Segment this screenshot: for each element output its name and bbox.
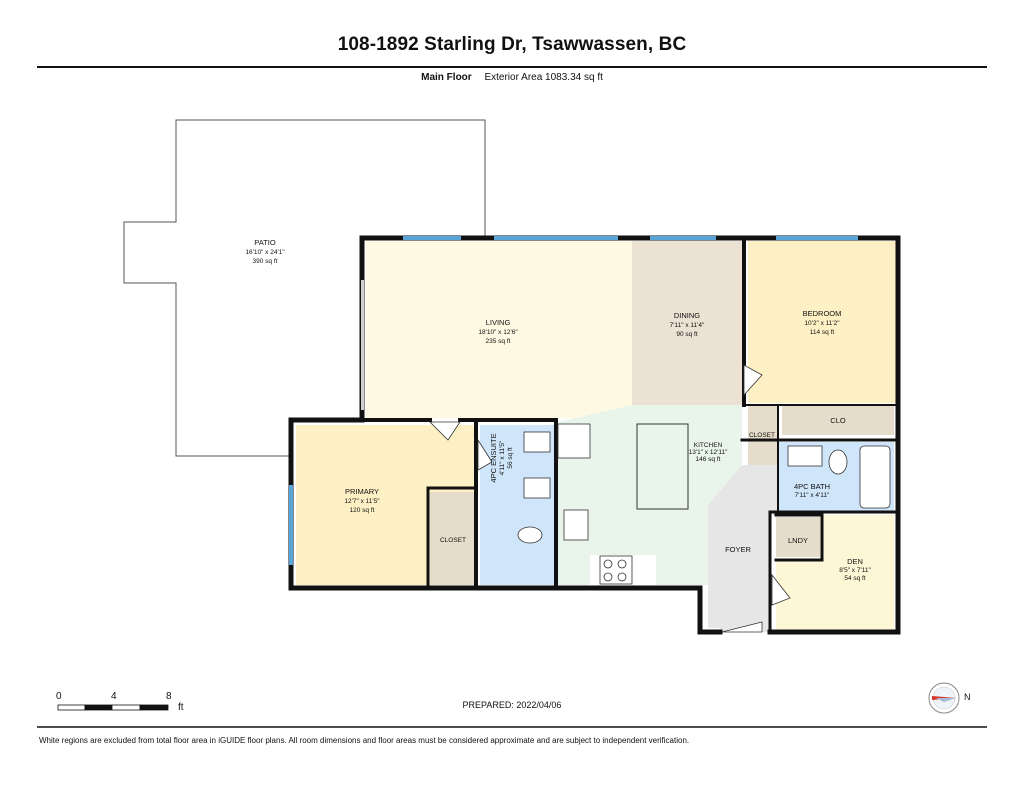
dining-area: 90 sq ft: [676, 331, 698, 338]
primary-name: PRIMARY: [345, 487, 379, 496]
kitchen-island: [636, 423, 689, 510]
foyer-name: FOYER: [725, 545, 751, 554]
compass-north-label: N: [964, 692, 971, 702]
lndy-room: [776, 517, 820, 557]
prepared-date: PREPARED: 2022/04/06: [462, 700, 562, 710]
living-room: [366, 241, 632, 418]
bath-name: 4PC BATH: [794, 482, 830, 491]
kitchen-area: 146 sq ft: [696, 456, 721, 463]
bath-tub: [859, 445, 891, 509]
primary-dims: 12'7" x 11'5": [344, 498, 380, 505]
living-name: LIVING: [486, 318, 511, 327]
sliding-door: [361, 280, 364, 410]
ensuite-sink-2: [523, 477, 551, 499]
bedroom-name: BEDROOM: [803, 309, 842, 318]
kitchen-dims: 13'1" x 12'11": [689, 449, 728, 456]
ensuite-dims: 4'11" x 11'5": [499, 440, 506, 475]
dining-dims: 7'11" x 11'4": [670, 322, 705, 329]
ensuite-area: 56 sq ft: [507, 447, 514, 469]
bath-dims: 7'11" x 4'11": [795, 492, 830, 499]
kitchen-name: KITCHEN: [694, 442, 723, 449]
closet-primary-name: CLOSET: [440, 537, 466, 544]
patio-name: PATIO: [254, 238, 276, 247]
closet-primary-room: [430, 492, 474, 585]
primary-area: 120 sq ft: [350, 507, 375, 514]
den-room: [776, 515, 894, 630]
clo-name: CLO: [830, 416, 846, 425]
closet-kitchen-room: [748, 405, 778, 465]
kitchen-sink: [563, 509, 589, 541]
scale-label-8: 8: [166, 691, 172, 702]
stove-burners: [603, 559, 627, 582]
patio-area: 390 sq ft: [253, 258, 278, 265]
living-dims: 18'10" x 12'6": [478, 329, 518, 336]
ensuite-sink-1: [523, 431, 551, 453]
patio-dims: 16'10" x 24'1": [245, 249, 285, 256]
disclaimer: White regions are excluded from total fl…: [39, 736, 690, 745]
bedroom-dims: 10'2" x 11'2": [804, 320, 840, 327]
dining-name: DINING: [674, 311, 700, 320]
floor-name: Main Floor: [421, 72, 472, 83]
scale-bar: [57, 704, 169, 711]
den-dims: 8'5" x 7'11": [839, 567, 871, 574]
walls: [288, 235, 901, 635]
doors: [429, 364, 791, 633]
living-area: 235 sq ft: [486, 338, 511, 345]
lndy-name: LNDY: [788, 536, 808, 545]
foyer-room: [708, 465, 778, 632]
windows: [289, 236, 858, 565]
plan-title: 108-1892 Starling Dr, Tsawwassen, BC: [337, 34, 687, 55]
room-labels: PATIO 16'10" x 24'1" 390 sq ft LIVING 18…: [245, 238, 871, 582]
scale-label-0: 0: [56, 691, 62, 702]
plan-subtitle: Main Floor Exterior Area 1083.34 sq ft: [0, 72, 1024, 83]
bath-sink: [787, 445, 823, 467]
scale-unit: ft: [178, 702, 184, 713]
title-divider: [37, 66, 987, 68]
bath-toilet: [828, 449, 848, 475]
clo-room: [782, 405, 894, 435]
fridge: [557, 423, 591, 459]
ensuite-name: 4PC ENSUITE: [489, 433, 498, 482]
bedroom-room: [748, 241, 896, 403]
scale-label-4: 4: [111, 691, 117, 702]
den-area: 54 sq ft: [844, 575, 866, 582]
closet-kitchen-name: CLOSET: [749, 432, 775, 439]
ensuite-toilet: [517, 526, 543, 544]
compass-icon: N: [928, 680, 972, 721]
exterior-area: Exterior Area 1083.34 sq ft: [484, 72, 603, 83]
dining-room: [632, 241, 742, 405]
bedroom-area: 114 sq ft: [810, 329, 835, 336]
den-name: DEN: [847, 557, 863, 566]
